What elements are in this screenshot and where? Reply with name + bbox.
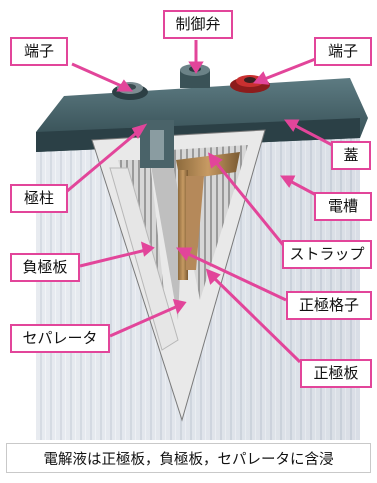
label-terminal-left: 端子	[10, 37, 68, 66]
label-separator: セパレータ	[10, 324, 110, 353]
label-control-valve: 制御弁	[163, 10, 233, 39]
label-negative-plate: 負極板	[10, 253, 80, 282]
label-strap: ストラップ	[282, 240, 372, 269]
label-pole: 極柱	[10, 184, 68, 213]
label-positive-grid: 正極格子	[286, 291, 372, 320]
leader-lines	[65, 40, 335, 364]
label-positive-plate: 正極板	[300, 359, 372, 388]
label-container: 電槽	[314, 192, 372, 221]
label-terminal-right: 端子	[314, 37, 372, 66]
caption: 電解液は正極板，負極板，セパレータに含浸	[6, 443, 371, 473]
label-lid: 蓋	[331, 141, 371, 170]
